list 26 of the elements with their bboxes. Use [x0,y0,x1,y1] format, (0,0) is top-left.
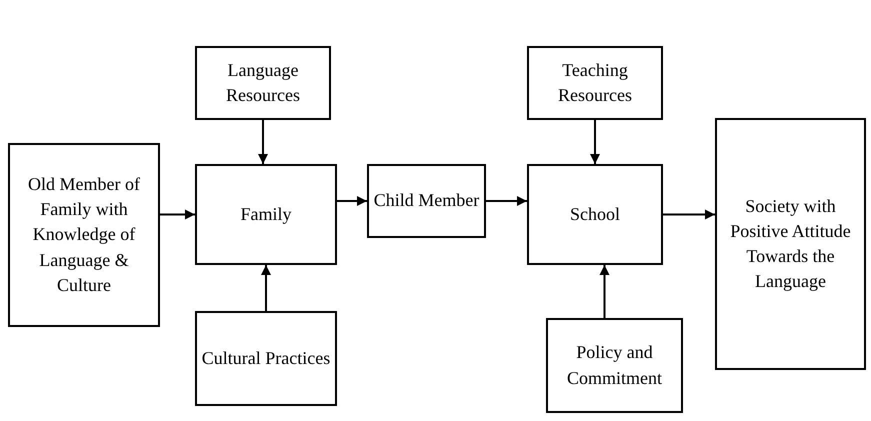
box-label: School [568,202,621,226]
box-label: Teaching Resources [557,58,633,107]
arrow [160,210,195,220]
arrow [590,120,600,164]
box-label: Family [239,202,292,226]
process-box [8,143,160,327]
process-box [195,46,331,120]
box-label: Child Member [372,189,480,212]
box-label: Language Resources [225,58,301,107]
process-box [195,164,337,265]
arrow [337,196,367,206]
process-box [546,318,683,413]
process-box [715,118,866,370]
box-label: Policy and Commitment [566,341,663,390]
arrow [258,120,268,164]
box-label: Cultural Practices [200,346,332,370]
process-box [195,311,337,406]
process-box [527,46,663,120]
arrow [486,196,527,206]
arrow [663,210,715,220]
box-label: Society with Positive Attitude Towards the Language [729,194,852,294]
arrow [261,265,271,311]
process-box [367,164,486,238]
arrow [600,265,610,318]
box-label: Old Member of Family with Knowledge of Language & Culture [27,173,141,297]
process-box [527,164,663,265]
